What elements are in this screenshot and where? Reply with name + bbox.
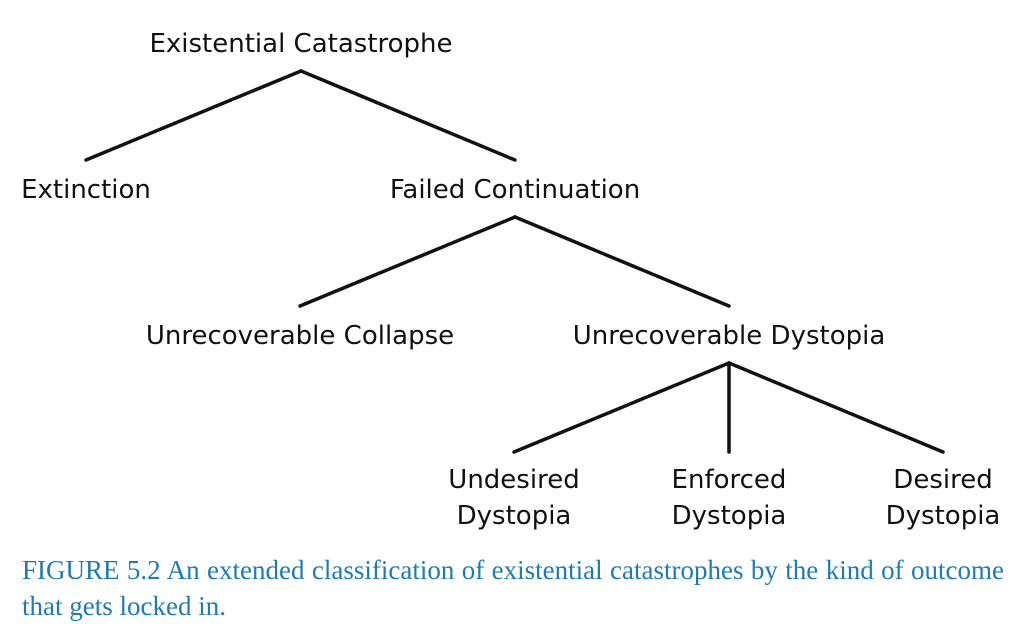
node-unrecoverable-collapse: Unrecoverable Collapse — [145, 321, 455, 351]
figure-caption: FIGURE 5.2 An extended classification of… — [22, 555, 1004, 621]
node-unrecoverable-dystopia: Unrecoverable Dystopia — [572, 321, 886, 351]
edge-failed-continuation-to-collapse — [298, 215, 517, 308]
node-desired-dystopia-line-2: Dystopia — [885, 501, 1001, 531]
edge-root-to-extinction — [84, 69, 303, 162]
node-undesired-dystopia-line-1: Undesired — [448, 465, 580, 495]
edge-failed-continuation-to-dystopia — [513, 215, 731, 308]
edge-dystopia-to-undesired — [512, 361, 731, 454]
node-undesired-dystopia-line-2: Dystopia — [456, 501, 572, 531]
node-failed-continuation: Failed Continuation — [389, 175, 641, 205]
node-extinction: Extinction — [21, 175, 151, 205]
node-undesired-dystopia: Undesired Dystopia — [448, 462, 579, 534]
edge-dystopia-to-desired — [727, 361, 945, 454]
node-desired-dystopia: Desired Dystopia — [886, 462, 1001, 534]
node-existential-catastrophe: Existential Catastrophe — [149, 29, 453, 59]
node-enforced-dystopia-line-1: Enforced — [671, 465, 787, 495]
node-desired-dystopia-line-1: Desired — [893, 465, 993, 495]
edge-root-to-failed-continuation — [299, 69, 517, 162]
node-enforced-dystopia: Enforced Dystopia — [672, 462, 787, 534]
node-enforced-dystopia-line-2: Dystopia — [671, 501, 787, 531]
